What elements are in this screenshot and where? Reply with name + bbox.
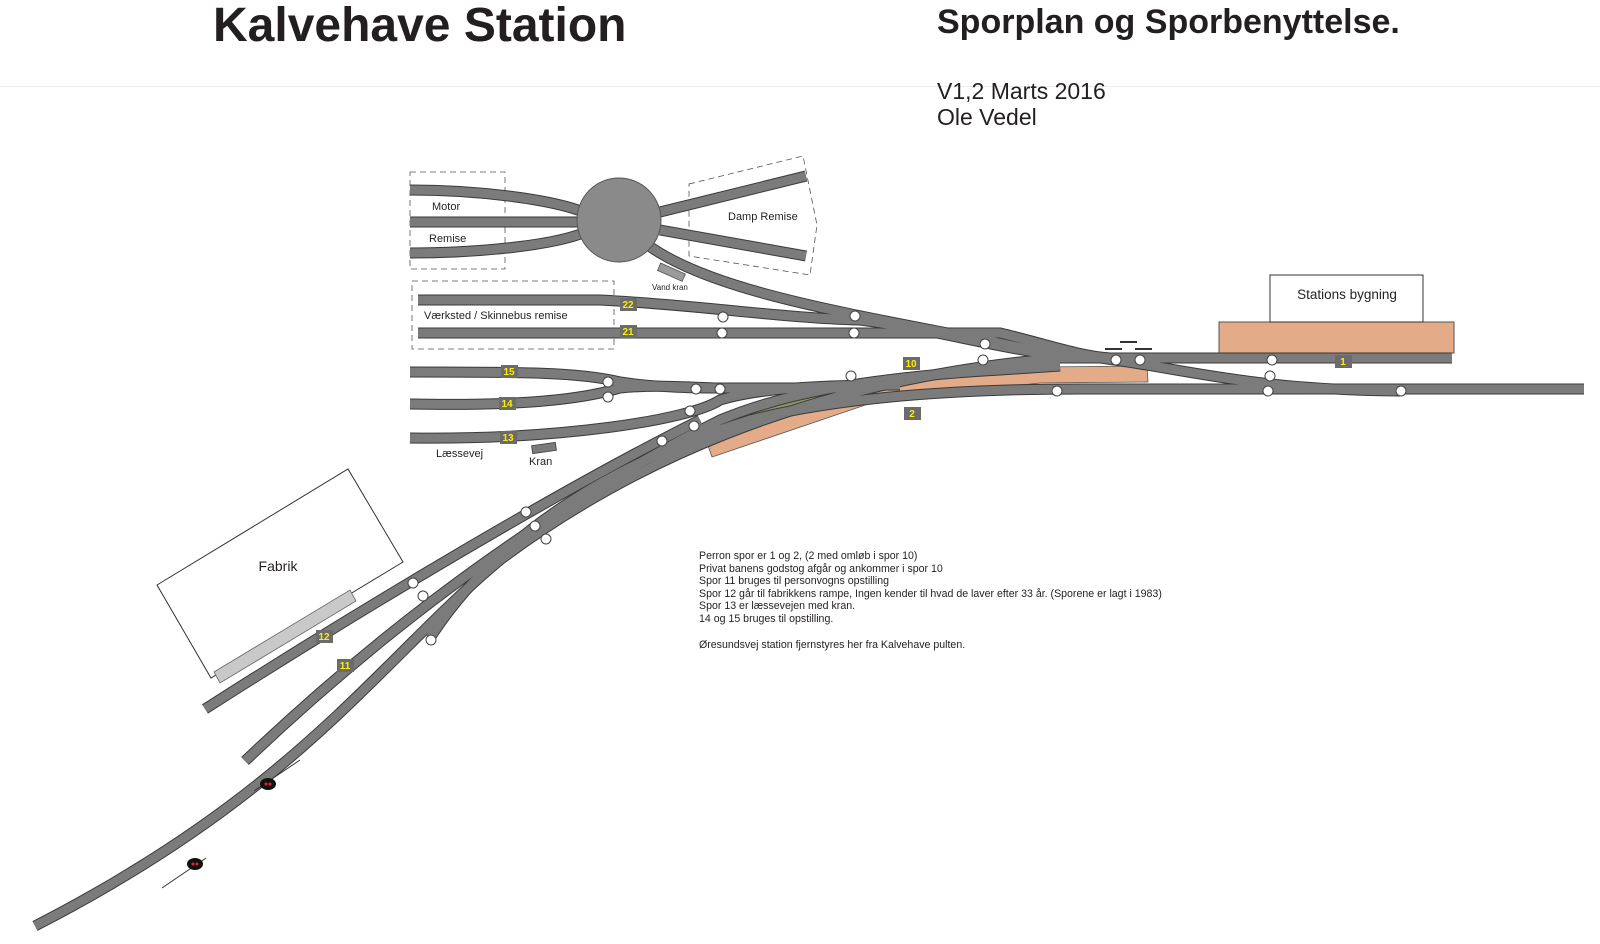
note-line: 14 og 15 bruges til opstilling. xyxy=(699,612,834,625)
signals xyxy=(161,341,1152,889)
note-line: Øresundsvej station fjernstyres her fra … xyxy=(699,638,966,651)
svg-text:2: 2 xyxy=(909,409,915,420)
svg-text:11: 11 xyxy=(340,661,351,672)
note-line: Spor 12 går til fabrikkens rampe, Ingen … xyxy=(699,587,1162,600)
damp-remise-box xyxy=(688,155,818,276)
vaerksted-label: Værksted / Skinnebus remise xyxy=(424,310,568,322)
svg-text:21: 21 xyxy=(622,327,634,338)
laessevej-label: Læssevej xyxy=(436,448,483,460)
track-number-badges: 22 21 15 14 13 10 1 2 12 11 xyxy=(316,298,1352,672)
station-building: Stations bygning xyxy=(1218,274,1455,354)
svg-text:13: 13 xyxy=(502,433,514,444)
track-13-badge: 13 xyxy=(500,431,517,444)
page-title: Kalvehave Station xyxy=(213,0,627,52)
water-crane xyxy=(656,262,686,282)
turntable xyxy=(576,177,662,263)
tracks xyxy=(32,170,1584,931)
track-1-badge: 1 xyxy=(1335,355,1352,368)
track-14-badge: 14 xyxy=(499,397,516,410)
vand-kran-label: Vand kran xyxy=(652,283,688,292)
factory-building: Fabrik xyxy=(156,468,404,684)
page-subtitle: Sporplan og Sporbenyttelse. xyxy=(937,3,1400,41)
damp-remise-label: Damp Remise xyxy=(728,211,798,223)
vaerksted-box xyxy=(411,280,615,350)
note-line: Spor 13 er læssevejen med kran. xyxy=(699,600,856,613)
svg-text:15: 15 xyxy=(503,367,515,378)
svg-text:22: 22 xyxy=(622,300,634,311)
track-2-badge: 2 xyxy=(904,407,921,420)
kran-label: Kran xyxy=(529,456,552,468)
note-line: Spor 11 bruges til personvogns opstillin… xyxy=(699,575,890,588)
motor-label: Motor xyxy=(432,201,460,213)
station-building-label: Stations bygning xyxy=(1297,287,1397,302)
track-21-badge: 21 xyxy=(620,325,637,338)
version-label: V1,2 Marts 2016 xyxy=(937,78,1106,104)
svg-text:14: 14 xyxy=(501,399,513,410)
remise-label: Remise xyxy=(429,233,466,245)
track-15-badge: 15 xyxy=(501,365,518,378)
track-22-badge: 22 xyxy=(620,298,637,311)
track-10-badge: 10 xyxy=(903,357,920,370)
note-line: Perron spor er 1 og 2, (2 med omløb i sp… xyxy=(699,550,918,562)
notes-block: Perron spor er 1 og 2, (2 med omløb i sp… xyxy=(699,550,1162,651)
track-12-badge: 12 xyxy=(316,630,333,643)
svg-text:10: 10 xyxy=(905,359,917,370)
station-platform xyxy=(1218,321,1455,354)
svg-text:1: 1 xyxy=(1340,357,1346,368)
factory-ramp xyxy=(213,589,357,684)
svg-text:12: 12 xyxy=(318,632,330,643)
factory-label: Fabrik xyxy=(259,558,299,574)
header-divider xyxy=(0,86,1600,87)
author-label: Ole Vedel xyxy=(937,104,1037,130)
note-line: Privat banens godstog afgår og ankommer … xyxy=(699,562,943,575)
track-11-badge: 11 xyxy=(337,659,354,672)
crane xyxy=(531,441,557,455)
